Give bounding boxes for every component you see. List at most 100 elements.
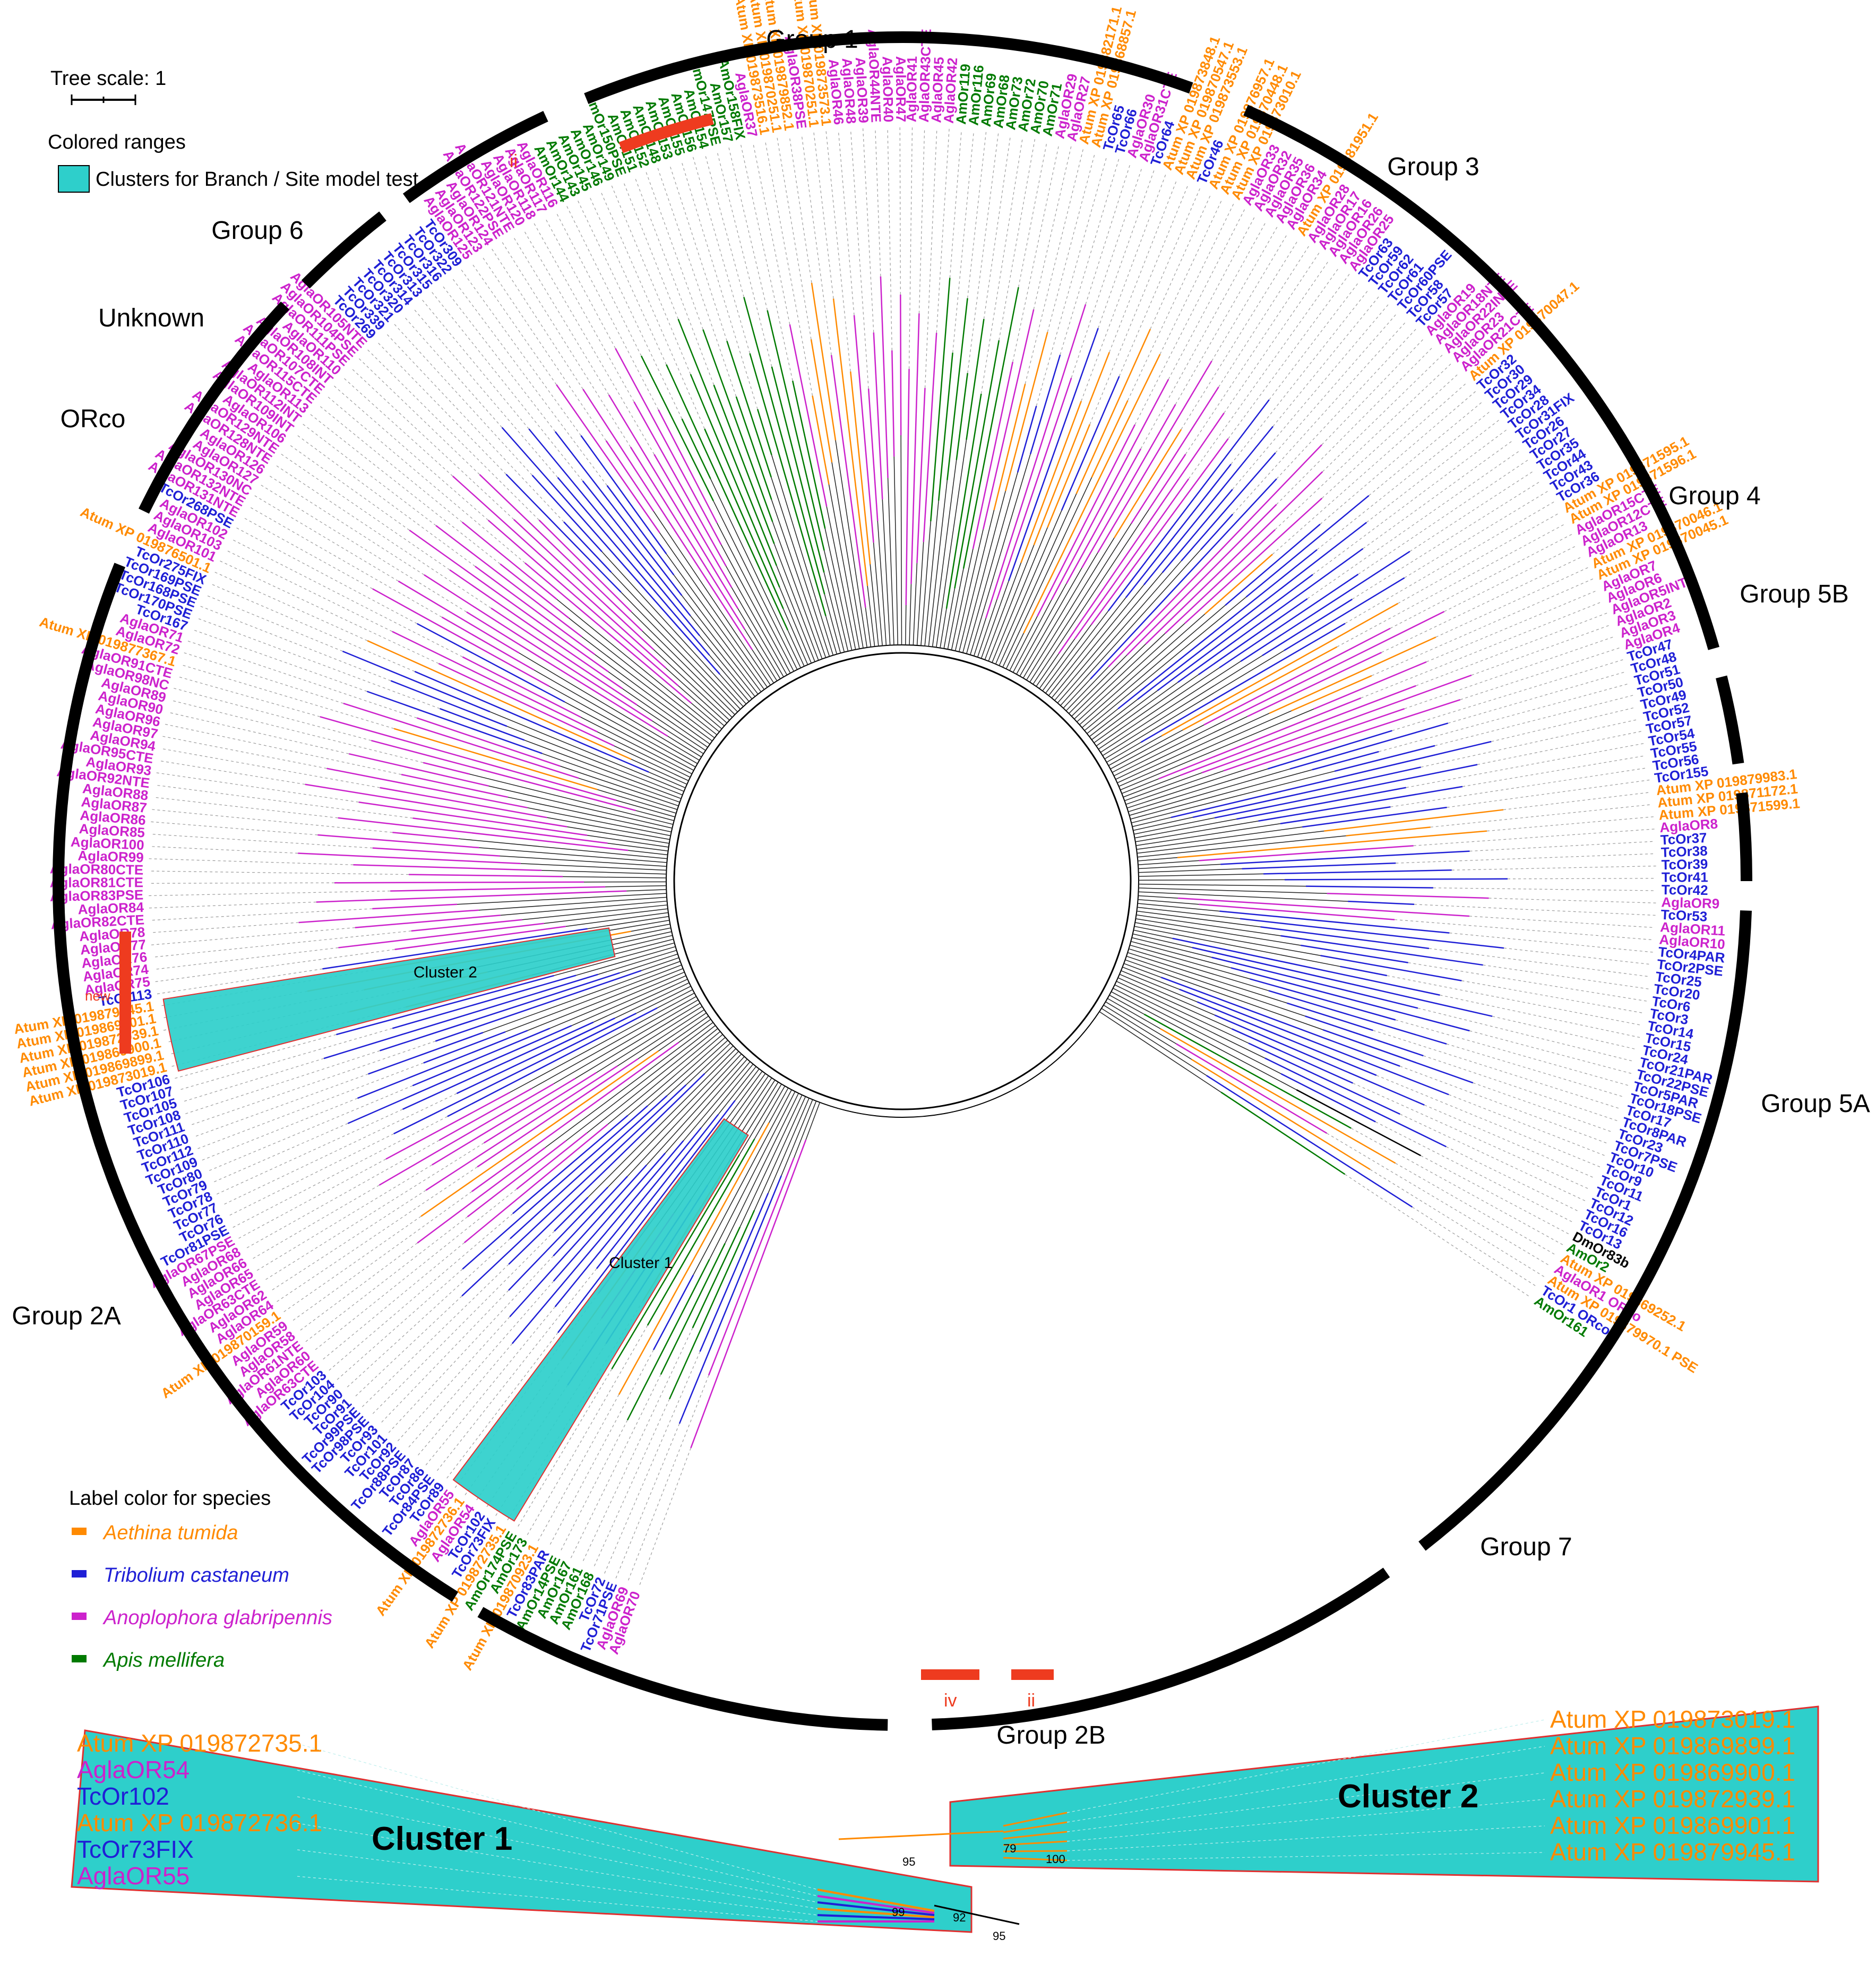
leaf-guide	[283, 1216, 421, 1312]
leaf-guide	[1461, 980, 1645, 1014]
branch	[398, 580, 520, 654]
branch	[587, 835, 669, 848]
branch	[678, 685, 725, 727]
branch	[336, 975, 555, 1036]
leaf-guide	[359, 358, 480, 475]
branch	[772, 521, 823, 659]
leaf-guide	[1312, 429, 1507, 575]
leaf-guide	[425, 1306, 556, 1466]
leaf-guide	[1018, 141, 1047, 288]
leaf-guide	[838, 130, 855, 315]
branch	[1260, 926, 1430, 950]
branch	[1003, 1831, 1068, 1840]
branch	[611, 1154, 741, 1369]
branch	[509, 993, 695, 1093]
leaf-guide	[592, 1399, 670, 1569]
branch	[992, 527, 1048, 663]
leaf-guide	[555, 211, 659, 410]
leaf-guide	[1066, 1772, 1545, 1832]
leaf-guide	[248, 506, 442, 618]
leaf-label: AglaOR40	[880, 56, 897, 123]
leaf-guide	[1188, 266, 1340, 479]
branch	[951, 548, 974, 650]
branch	[1262, 598, 1353, 657]
leaf-guide	[1440, 995, 1640, 1038]
branch	[1114, 720, 1226, 777]
branch	[1096, 674, 1199, 747]
branch	[713, 384, 775, 544]
branch	[1158, 697, 1362, 780]
leaf-guide	[1473, 1082, 1613, 1133]
branch	[771, 454, 834, 656]
branch	[1284, 577, 1405, 651]
branch	[409, 529, 609, 673]
branch	[412, 817, 608, 844]
branch	[435, 970, 642, 1042]
leaf-guide	[274, 464, 492, 609]
branch	[582, 480, 691, 616]
leaf-guide	[1421, 1155, 1569, 1235]
leaf-guide	[516, 1368, 612, 1529]
leaf-guide	[1272, 296, 1379, 427]
group-arc-segment	[402, 111, 548, 203]
branch	[893, 456, 898, 645]
branch	[348, 753, 489, 787]
branch	[557, 477, 710, 656]
branch	[1301, 944, 1408, 963]
inset-leaf-label: Atum XP 019872736.1	[77, 1809, 322, 1837]
branch	[690, 374, 780, 588]
leaf-guide	[150, 922, 299, 933]
branch	[322, 928, 588, 970]
branch	[779, 587, 812, 663]
leaf-guide	[908, 127, 913, 369]
branch	[607, 1031, 721, 1125]
branch	[1245, 495, 1370, 598]
branch	[1126, 504, 1277, 656]
branch	[658, 1015, 709, 1051]
branch	[1071, 643, 1146, 717]
branch	[954, 529, 984, 651]
group-arc-segment	[584, 31, 1193, 104]
leaf-guide	[1423, 1055, 1617, 1121]
branch	[575, 946, 676, 976]
branch	[1132, 817, 1172, 827]
branch	[1065, 666, 1109, 711]
branch	[1133, 817, 1215, 835]
branch	[438, 662, 615, 747]
branch	[940, 608, 947, 648]
branch	[513, 519, 655, 650]
branch	[1048, 597, 1126, 696]
branch	[1084, 597, 1246, 731]
branch	[1184, 497, 1323, 624]
branch	[1161, 602, 1399, 737]
leaf-label: AglaOR43CTE	[916, 29, 934, 123]
branch	[653, 511, 771, 686]
branch	[1128, 768, 1268, 812]
leaf-guide	[149, 901, 316, 909]
branch	[1137, 903, 1220, 912]
branch	[635, 810, 675, 821]
branch	[1240, 918, 1504, 949]
branch	[1320, 955, 1462, 981]
leaf-guide	[221, 1093, 457, 1206]
branch	[1003, 1812, 1068, 1827]
leaf-guide	[669, 164, 727, 341]
group-arc-segment	[1418, 910, 1752, 1551]
branch	[1138, 864, 1221, 869]
leaf-guide	[924, 128, 937, 388]
branch	[657, 989, 693, 1008]
branch	[598, 950, 677, 975]
branch	[505, 473, 622, 593]
branch	[668, 1210, 755, 1400]
branch	[832, 298, 868, 587]
leaf-guide	[1363, 439, 1514, 549]
branch	[1302, 806, 1447, 828]
group-label: Group 4	[1668, 482, 1760, 510]
branch	[1250, 978, 1396, 1021]
leaf-guide	[949, 130, 962, 278]
branch	[771, 366, 825, 573]
branch	[1312, 751, 1379, 771]
